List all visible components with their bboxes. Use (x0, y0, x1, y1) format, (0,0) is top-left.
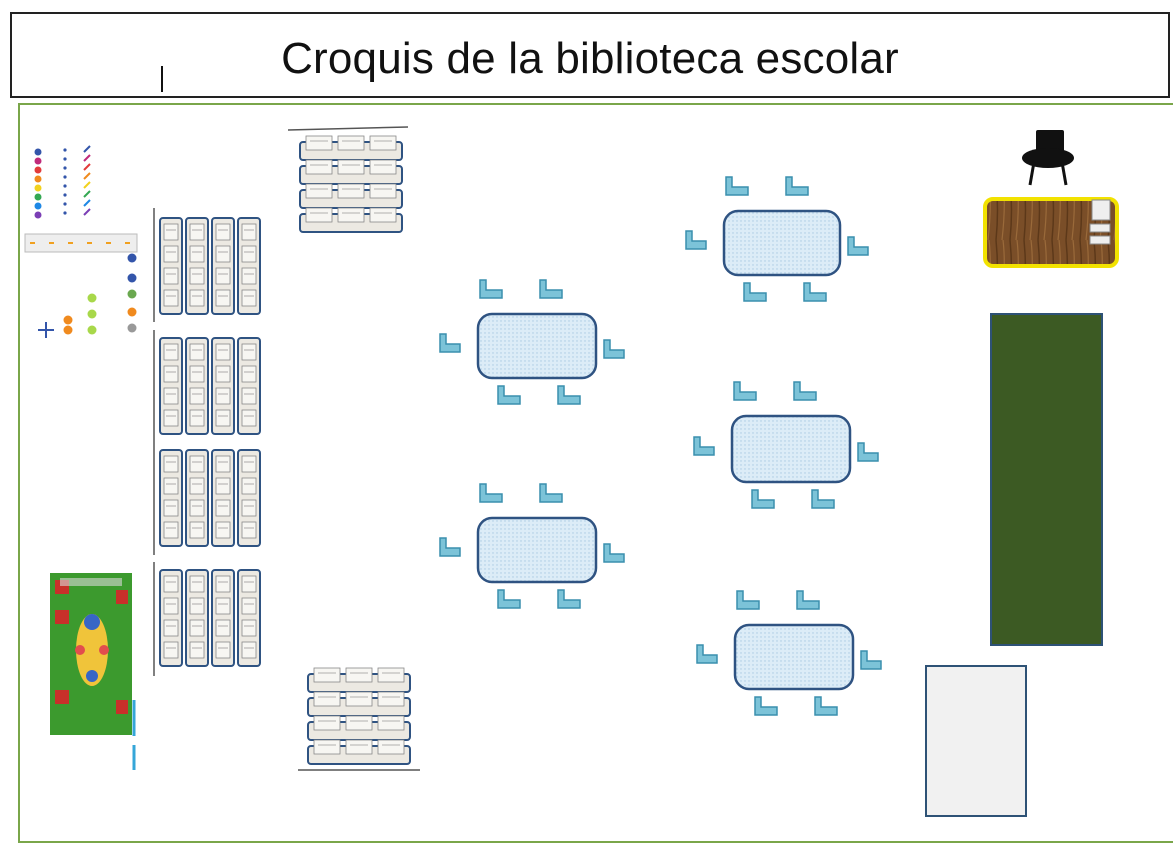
reading-table (439, 483, 625, 609)
chair (696, 644, 718, 664)
table-top (476, 516, 598, 584)
desk-icon (983, 197, 1119, 268)
reading-table (439, 279, 625, 405)
text-cursor (161, 66, 163, 92)
chair (814, 696, 838, 716)
chair (685, 230, 707, 250)
table-top (733, 623, 855, 691)
chair (725, 176, 749, 196)
supplies-icon (24, 233, 138, 253)
bookshelf (159, 449, 261, 547)
chair (557, 385, 581, 405)
chair (754, 696, 778, 716)
chair (539, 483, 563, 503)
chair (785, 176, 809, 196)
chair (860, 650, 882, 670)
bookshelf (159, 217, 261, 315)
chair (857, 442, 879, 462)
chair (733, 381, 757, 401)
bookshelf (159, 569, 261, 667)
chair (743, 282, 767, 302)
chair (793, 381, 817, 401)
chair (693, 436, 715, 456)
page-title: Croquis de la biblioteca escolar (281, 34, 899, 83)
bookshelf (159, 337, 261, 435)
chair (439, 333, 461, 353)
bookshelf (307, 667, 411, 765)
chair (603, 339, 625, 359)
chair (497, 385, 521, 405)
table-top (722, 209, 842, 277)
title-box: Croquis de la biblioteca escolar (10, 12, 1170, 98)
chair (439, 537, 461, 557)
bookshelf (299, 135, 403, 233)
chair (479, 483, 503, 503)
reading-table (696, 590, 882, 716)
chair (751, 489, 775, 509)
chair (539, 279, 563, 299)
chair (847, 236, 869, 256)
chair (803, 282, 827, 302)
supplies-icon (34, 145, 137, 338)
reading-table (693, 381, 879, 509)
table-top (730, 414, 852, 484)
chair (811, 489, 835, 509)
green-board (990, 313, 1103, 646)
chair (479, 279, 503, 299)
wall-line (287, 126, 409, 131)
poster-icon (50, 573, 132, 735)
chair (603, 543, 625, 563)
chair (497, 589, 521, 609)
chair (557, 589, 581, 609)
cabinet (925, 665, 1027, 817)
table-top (476, 312, 598, 380)
reading-table (685, 176, 869, 302)
chair (796, 590, 820, 610)
chair (736, 590, 760, 610)
chair-icon (1022, 130, 1074, 186)
